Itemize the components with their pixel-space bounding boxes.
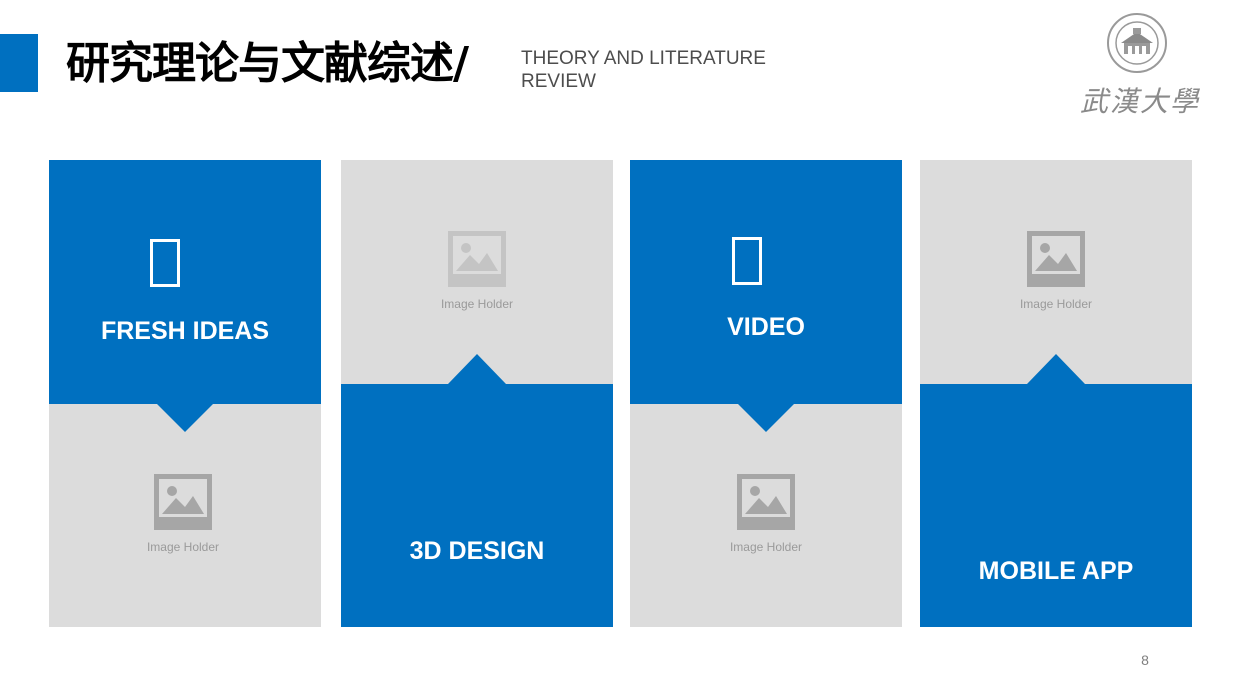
card-video[interactable]: VIDEO Image Holder bbox=[630, 160, 902, 627]
card-blue-panel bbox=[630, 160, 902, 404]
image-placeholder-icon bbox=[1027, 231, 1085, 287]
image-holder-label: Image Holder bbox=[1019, 297, 1093, 311]
pointer-arrow bbox=[157, 404, 213, 432]
image-placeholder-icon bbox=[154, 474, 212, 530]
card-fresh-ideas[interactable]: FRESH IDEAS Image Holder bbox=[49, 160, 321, 627]
pointer-arrow bbox=[448, 354, 506, 384]
image-holder: Image Holder bbox=[706, 474, 826, 554]
image-holder-label: Image Holder bbox=[146, 540, 220, 554]
page-subtitle: THEORY AND LITERATURE REVIEW bbox=[521, 48, 766, 92]
page-number: 8 bbox=[1141, 652, 1149, 668]
card-blue-panel bbox=[49, 160, 321, 404]
card-mobile-app[interactable]: Image Holder MOBILE APP bbox=[920, 160, 1192, 627]
university-logo: 武漢大學 bbox=[1075, 12, 1205, 118]
card-label: VIDEO bbox=[727, 313, 805, 341]
image-holder: Image Holder bbox=[996, 231, 1116, 311]
card-label: FRESH IDEAS bbox=[100, 317, 270, 345]
card-label: 3D DESIGN bbox=[409, 537, 545, 565]
page-title: 研究理论与文献综述/ bbox=[66, 38, 469, 89]
image-placeholder-icon bbox=[448, 231, 506, 287]
pointer-arrow bbox=[1027, 354, 1085, 384]
fresh-ideas-icon bbox=[150, 239, 180, 287]
card-blue-panel bbox=[341, 384, 613, 627]
image-holder: Image Holder bbox=[417, 231, 537, 311]
video-icon bbox=[732, 237, 762, 285]
image-holder-label: Image Holder bbox=[729, 540, 803, 554]
card-label: MOBILE APP bbox=[978, 557, 1134, 585]
card-blue-panel bbox=[920, 384, 1192, 627]
card-3d-design[interactable]: Image Holder 3D DESIGN bbox=[341, 160, 613, 627]
title-accent-bar bbox=[0, 34, 38, 92]
pointer-arrow bbox=[738, 404, 794, 432]
image-holder: Image Holder bbox=[123, 474, 243, 554]
image-holder-label: Image Holder bbox=[440, 297, 514, 311]
university-logo-text: 武漢大學 bbox=[1079, 85, 1200, 118]
university-seal-icon bbox=[1107, 13, 1167, 73]
image-placeholder-icon bbox=[737, 474, 795, 530]
